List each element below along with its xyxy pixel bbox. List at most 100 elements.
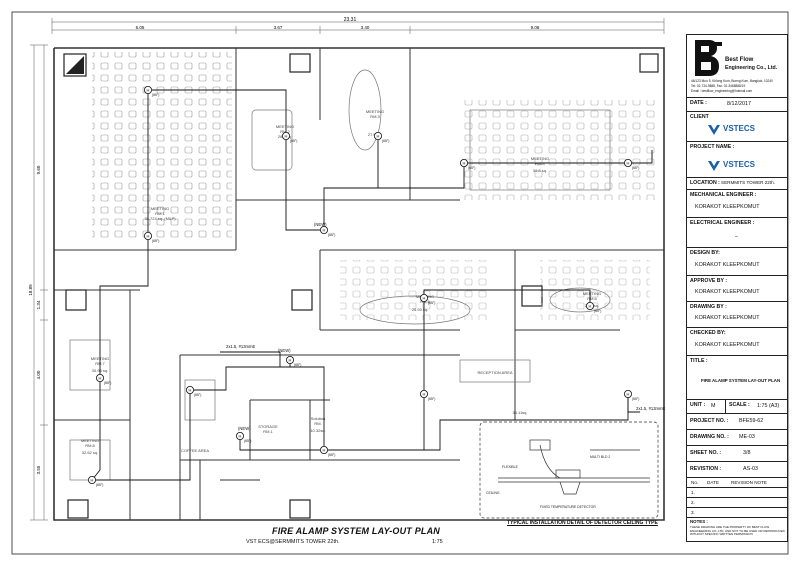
dim-left-3: 4.00: [36, 370, 41, 379]
heat-detector-icon: H: [419, 389, 428, 398]
heat-detector-icon: H: [235, 431, 244, 440]
design-name: KORAKOT KLEEPKOMUT: [695, 262, 760, 268]
dim-top-1: 6.05: [136, 25, 145, 30]
svg-text:H: H: [289, 358, 292, 363]
project-logo: VSTECS: [723, 160, 756, 169]
svg-text:H: H: [589, 304, 592, 309]
client-logo: VSTECS: [723, 124, 756, 133]
drawing-by-row: DRAWING BY : KORAKOT KLEEPKOMUT: [687, 301, 787, 327]
room-meeting4-no: RM.4: [535, 161, 545, 166]
room-storage-name: STORAGE: [258, 424, 278, 429]
room-solution-no: RM.: [314, 421, 321, 426]
company-name-2: Engineering Co., Ltd.: [725, 65, 778, 71]
detector-temp: (65°): [194, 393, 201, 397]
date-value: 8/12/2017: [727, 101, 751, 107]
room-solution-name: Solution: [311, 416, 325, 421]
wiring-label: 2x1.5, #13mmE: [636, 406, 666, 411]
elec-label: ELECTRICAL ENGINEER :: [690, 220, 755, 226]
dim-overall: 23.31: [344, 17, 357, 23]
room-solution-area: 10.32sq.: [310, 428, 325, 433]
projno-row: PROJECT NO. : BFE59-62: [687, 413, 787, 429]
scale-value: 1:75 (A3): [757, 403, 780, 409]
approve-label: APPROVE BY :: [690, 278, 728, 284]
svg-text:H: H: [377, 134, 380, 139]
heat-detector-icon: H: [143, 86, 152, 95]
heat-detector-icon: H: [319, 445, 328, 454]
rev-no-3: 3.: [691, 510, 695, 515]
heat-detector-icon: H: [143, 231, 152, 240]
location-label: LOCATION :: [690, 180, 720, 186]
room-meeting6-name: MEETING: [583, 291, 601, 296]
detector-temp: (65°): [290, 139, 297, 143]
detector-temp: (65°): [428, 397, 435, 401]
location-row: LOCATION : SERMMITS TOWER 22th.: [687, 177, 787, 189]
title-row: TITLE : FIRE ALAMP SYSTEM LAY-OUT PLAN: [687, 355, 787, 399]
title-block: Best Flow Engineering Co., Ltd. 46/123 M…: [686, 34, 788, 542]
dim-left-1: 9.60: [36, 165, 41, 174]
svg-text:H: H: [91, 478, 94, 483]
projno-label: PROJECT NO. :: [690, 418, 729, 424]
room-meeting2-no: RM.2: [280, 129, 290, 134]
heat-detector-icon: H: [96, 373, 105, 382]
sheet-value: 3/8: [743, 450, 751, 456]
svg-text:H: H: [189, 388, 192, 393]
checked-name: KORAKOT KLEEPKOMUT: [695, 342, 760, 348]
scale-label: SCALE :: [729, 402, 750, 408]
room-meeting6-no: RM.6: [587, 296, 597, 301]
date-row: DATE : 8/12/2017: [687, 97, 787, 111]
company-address-1: 46/123 Moo 5, Khlong Kum, Bueng Kum, Ban…: [691, 79, 773, 83]
dim-left-4: 3.55: [36, 465, 41, 474]
room-meeting5-area: 25.93 sq.: [412, 307, 428, 312]
svg-text:H: H: [423, 392, 426, 397]
company-address-2: Tel: 02-734-9888, Fax: 02-3468888/19: [691, 84, 746, 88]
plan-subtitle: VST ECS@SERMMITS TOWER 22th.: [246, 539, 340, 545]
sheet-label: SHEET NO. :: [690, 450, 722, 456]
new-tag: (NEW): [238, 426, 251, 431]
room-meeting8-area: 32.62 sq.: [82, 450, 98, 455]
unit-value: M: [711, 403, 716, 409]
company-address-3: Email : bestflow_engineering@hotmail.com: [691, 89, 753, 93]
detector-temp: (65°): [594, 309, 601, 313]
svg-text:H: H: [627, 392, 630, 397]
rev-row-3: 3.: [687, 507, 787, 517]
detector-temp: (65°): [632, 166, 639, 170]
exterior-walls: [53, 47, 665, 521]
new-tag: (NEW): [314, 222, 327, 227]
heat-detector-icon: H: [281, 131, 290, 140]
rev-header-note: REVISION NOTE: [731, 480, 767, 485]
drawing-by-label: DRAWING BY :: [690, 304, 727, 310]
location-value: SERMMITS TOWER 22th.: [721, 180, 775, 185]
room-meeting3-no: RM.3: [370, 114, 380, 119]
plan-scale: 1:75: [432, 539, 443, 545]
workstations-area: [92, 52, 232, 242]
heat-detector-icon: H: [624, 158, 633, 167]
dim-top-3: 3.40: [361, 25, 370, 30]
svg-text:H: H: [239, 434, 242, 439]
svg-text:H: H: [147, 234, 150, 239]
svg-text:H: H: [463, 161, 466, 166]
detail-multi: MULTI BLD 2: [590, 455, 610, 459]
dim-top-2: 3.67: [274, 25, 283, 30]
company-logo: [693, 38, 723, 78]
detector-temp: (65°): [152, 93, 159, 97]
elec-name: –: [735, 234, 738, 240]
detector-temp: (65°): [152, 239, 159, 243]
column-hatch: [66, 56, 84, 74]
room-meeting2-name: MEETING: [276, 124, 294, 129]
heat-detectors: H H H H H H H H H H H H H H H H H: [88, 86, 633, 484]
drawing-by-name: KORAKOT KLEEPKOMUT: [695, 315, 760, 321]
plan-title: FIRE ALAMP SYSTEM LAY-OUT PLAN: [272, 526, 440, 536]
detector-temp: (65°): [468, 166, 475, 170]
revision-label: REVISTION :: [690, 466, 722, 472]
dim-top-4: 9.08: [531, 25, 540, 30]
client-logo-icon: [707, 122, 721, 138]
room-storage-no: RM.1: [263, 429, 273, 434]
client-label: CLIENT: [690, 114, 709, 120]
mech-row: MECHANICAL ENGINEER : KORAKOT KLEEPKOMUT: [687, 189, 787, 217]
rev-row-2: 2.: [687, 497, 787, 507]
revision-row: REVISTION : AS-03: [687, 461, 787, 477]
dim-left-2: 1.34: [36, 300, 41, 309]
svg-text:H: H: [627, 161, 630, 166]
svg-text:H: H: [147, 88, 150, 93]
title-label: TITLE :: [690, 358, 708, 364]
